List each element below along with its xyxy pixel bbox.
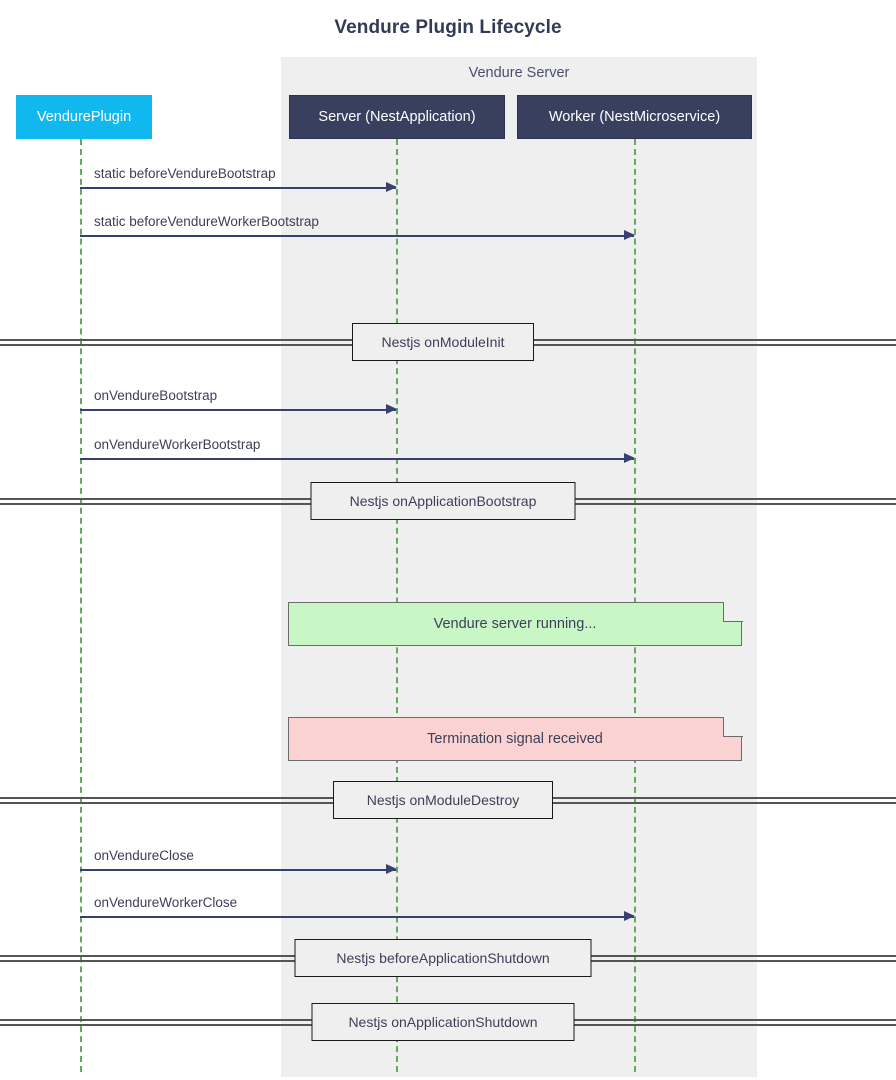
note-vendure-server-running: Vendure server running... (288, 601, 743, 646)
note-label: Vendure server running... (433, 616, 597, 632)
divider-label-box: Nestjs onApplicationBootstrap (310, 482, 576, 520)
divider-label: Nestjs beforeApplicationShutdown (336, 950, 550, 966)
note-label: Termination signal received (427, 731, 603, 747)
arrowhead-icon (386, 404, 397, 414)
actor-group-label: Vendure Server (468, 65, 570, 81)
message-line (80, 409, 396, 411)
message-label: static beforeVendureWorkerBootstrap (94, 214, 319, 229)
page-title: Vendure Plugin Lifecycle (334, 17, 562, 38)
participant-label: Worker (NestMicroservice) (548, 109, 721, 125)
note-termination-signal-received: Termination signal received (288, 716, 743, 761)
message-label: onVendureWorkerBootstrap (94, 437, 261, 452)
note-fold-corner-icon (722, 716, 743, 737)
divider-label-box: Nestjs onModuleDestroy (333, 781, 553, 819)
message-label: onVendureBootstrap (94, 388, 218, 403)
divider-label-box: Nestjs onApplicationShutdown (311, 1003, 575, 1041)
message-label: static beforeVendureBootstrap (94, 166, 276, 181)
note-fold-corner-icon (722, 601, 743, 622)
participant-server-nestapplication[interactable]: Server (NestApplication) (289, 95, 505, 139)
divider-label-box: Nestjs onModuleInit (352, 323, 534, 361)
message-line (80, 458, 634, 460)
message-label: onVendureClose (94, 848, 194, 863)
divider-label: Nestjs onModuleInit (381, 334, 505, 350)
arrowhead-icon (624, 453, 635, 463)
divider-label: Nestjs onApplicationShutdown (348, 1014, 538, 1030)
message-line (80, 187, 396, 189)
divider-label-box: Nestjs beforeApplicationShutdown (294, 939, 592, 977)
arrowhead-icon (624, 911, 635, 921)
actor-group-box: Vendure Server (281, 57, 757, 1077)
message-line (80, 916, 634, 918)
participant-label: Server (NestApplication) (318, 109, 476, 125)
message-line (80, 869, 396, 871)
participant-vendureplugin[interactable]: VendurePlugin (16, 95, 152, 139)
arrowhead-icon (386, 182, 397, 192)
lifeline-vendureplugin (80, 139, 82, 1072)
arrowhead-icon (386, 864, 397, 874)
arrowhead-icon (624, 230, 635, 240)
participant-label: VendurePlugin (36, 109, 132, 125)
divider-label: Nestjs onModuleDestroy (366, 792, 520, 808)
message-line (80, 235, 634, 237)
message-label: onVendureWorkerClose (94, 895, 238, 910)
divider-label: Nestjs onApplicationBootstrap (349, 493, 537, 509)
participant-worker-nestmicroservice[interactable]: Worker (NestMicroservice) (517, 95, 752, 139)
